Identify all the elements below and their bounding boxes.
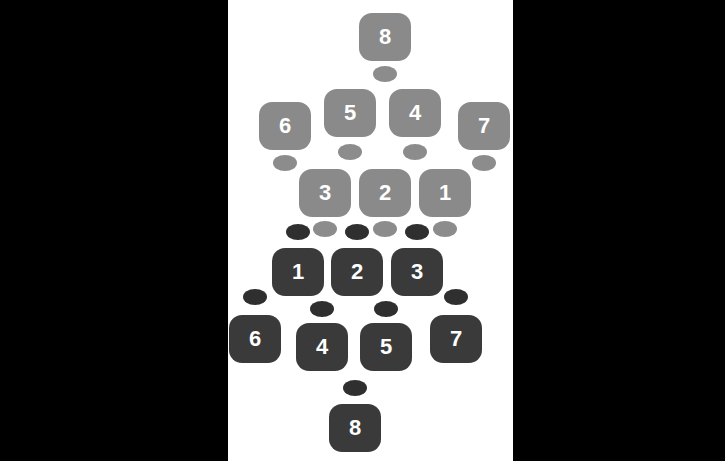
seat-number: 6	[249, 328, 261, 350]
seat-number: 2	[351, 261, 363, 283]
seat-number: 6	[279, 115, 291, 137]
seat-box: 4	[389, 89, 441, 137]
seat-number: 8	[379, 26, 391, 48]
seat-box: 8	[329, 404, 381, 452]
white-panel	[228, 0, 513, 461]
light-heads	[273, 66, 496, 237]
seat-number: 8	[349, 417, 361, 439]
seat-box: 7	[458, 102, 510, 150]
seat-number: 5	[380, 336, 392, 358]
seat-number: 2	[379, 182, 391, 204]
seat-number: 4	[316, 336, 328, 358]
seat-box: 5	[360, 323, 412, 371]
seat-box: 3	[299, 169, 351, 217]
seat-box: 4	[296, 323, 348, 371]
seat-number: 3	[319, 182, 331, 204]
seat-box: 1	[272, 248, 324, 296]
dark-heads	[243, 224, 468, 396]
seat-box: 3	[391, 248, 443, 296]
seat-box: 2	[359, 169, 411, 217]
seat-box: 8	[359, 13, 411, 61]
seat-box: 5	[324, 89, 376, 137]
seat-number: 7	[450, 328, 462, 350]
seat-box: 1	[419, 169, 471, 217]
seat-number: 1	[292, 261, 304, 283]
seat-box: 6	[259, 102, 311, 150]
seat-number: 5	[344, 102, 356, 124]
seat-number: 7	[478, 115, 490, 137]
seat-number: 1	[439, 182, 451, 204]
seat-box: 6	[229, 315, 281, 363]
seat-box: 2	[331, 248, 383, 296]
seat-number: 4	[409, 102, 421, 124]
seat-number: 3	[411, 261, 423, 283]
seat-box: 7	[430, 315, 482, 363]
